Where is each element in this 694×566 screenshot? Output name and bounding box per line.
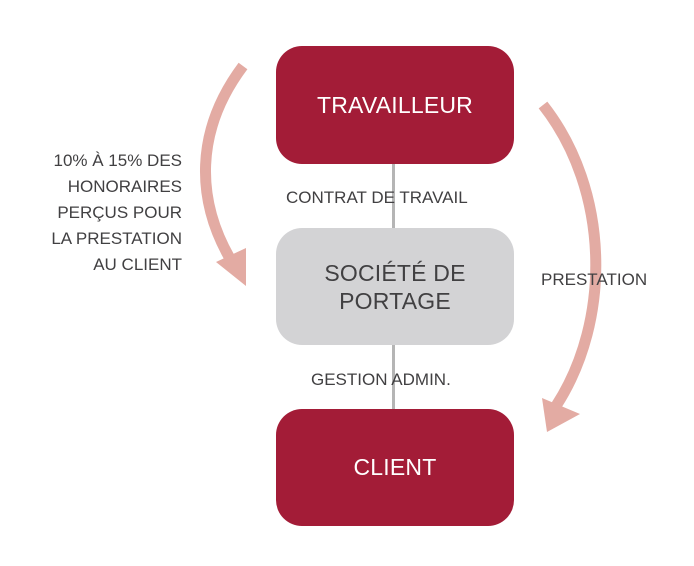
left-arrowhead <box>216 248 246 286</box>
fee-percentage-label: 10% À 15% DES HONORAIRES PERÇUS POUR LA … <box>51 151 182 274</box>
link-label-admin-management: GESTION ADMIN. <box>311 370 451 389</box>
right-curved-arrow <box>538 101 602 409</box>
client-node-label: CLIENT <box>353 454 437 480</box>
company-node: SOCIÉTÉ DE PORTAGE <box>276 228 514 345</box>
connector-company-client <box>392 345 395 409</box>
service-label: PRESTATION <box>541 270 648 289</box>
left-curved-arrow <box>199 62 248 265</box>
worker-node-label: TRAVAILLEUR <box>316 91 473 118</box>
right-arrowhead <box>542 398 580 432</box>
worker-node: TRAVAILLEUR <box>276 46 514 164</box>
client-node: CLIENT <box>276 409 514 526</box>
link-label-employment-contract: CONTRAT DE TRAVAIL <box>286 188 468 207</box>
connector-worker-company <box>392 164 395 228</box>
company-node-label: SOCIÉTÉ DE PORTAGE <box>324 259 466 314</box>
